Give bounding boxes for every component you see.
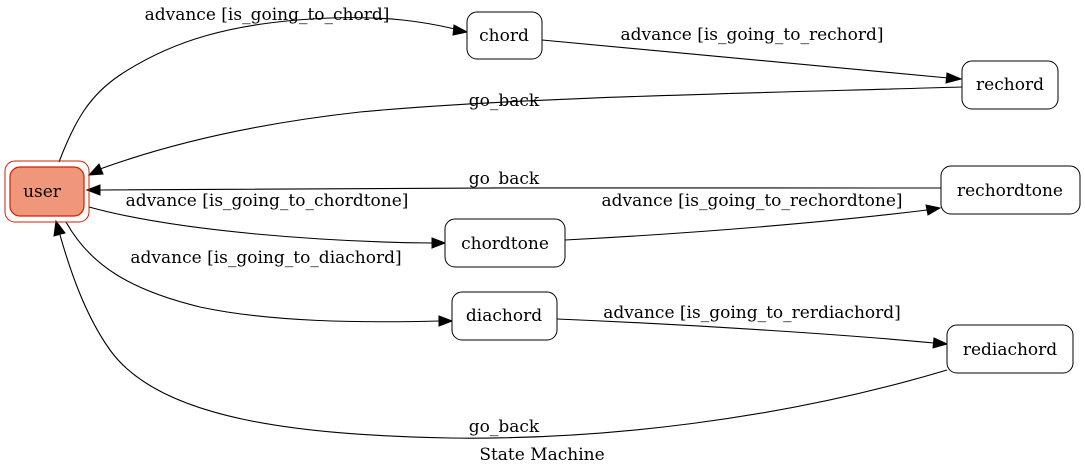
node-label-chord: chord — [479, 26, 529, 46]
diagram-caption: State Machine — [479, 445, 604, 465]
arrowhead — [85, 184, 101, 196]
edge-user-to-chord — [58, 17, 469, 163]
edge-user-to-diachord — [65, 221, 454, 327]
edge-chordtone-to-rechordtone — [564, 204, 942, 241]
arrowhead — [945, 72, 963, 84]
node-user[interactable]: user — [4, 160, 90, 223]
edge-label-rechord-to-user: go_back — [469, 91, 540, 111]
edge-label-user-to-diachord: advance [is_going_to_diachord] — [130, 248, 401, 268]
node-label-rechord: rechord — [976, 75, 1044, 95]
edge-label-user-to-chordtone: advance [is_going_to_chordtone] — [126, 191, 409, 211]
node-rechord[interactable]: rechord — [961, 60, 1059, 110]
arrowhead — [431, 237, 447, 249]
edge-label-diachord-to-rediachord: advance [is_going_to_rerdiachord] — [603, 303, 901, 323]
edge-label-user-to-chord: advance [is_going_to_chord] — [145, 5, 390, 25]
node-chord[interactable]: chord — [466, 11, 543, 60]
edge-label-chord-to-rechord: advance [is_going_to_rechord] — [621, 25, 884, 45]
edge-rediachord-to-user — [53, 219, 948, 439]
arrowhead — [53, 219, 66, 237]
node-label-chordtone: chordtone — [461, 234, 549, 254]
edge-rechordtone-to-user — [85, 184, 942, 196]
node-label-user: user — [23, 182, 62, 202]
arrowhead — [438, 315, 454, 327]
node-rediachord[interactable]: rediachord — [946, 324, 1074, 374]
node-chordtone[interactable]: chordtone — [444, 218, 566, 268]
node-label-rediachord: rediachord — [963, 340, 1057, 360]
edge-label-rechordtone-to-user: go_back — [469, 169, 540, 189]
edge-chord-to-rechord — [541, 39, 963, 84]
edge-rechord-to-user — [87, 86, 963, 176]
edge-user-to-chordtone — [88, 206, 447, 249]
edge-diachord-to-rediachord — [556, 318, 949, 349]
arrowhead — [932, 337, 949, 349]
arrowhead — [925, 204, 942, 216]
node-rechordtone[interactable]: rechordtone — [940, 165, 1081, 215]
arrowhead — [87, 163, 104, 176]
node-label-rechordtone: rechordtone — [957, 181, 1063, 201]
edge-label-rediachord-to-user: go_back — [469, 417, 540, 437]
node-diachord[interactable]: diachord — [451, 291, 558, 341]
arrowhead — [452, 24, 469, 36]
edge-label-chordtone-to-rechordtone: advance [is_going_to_rechordtone] — [601, 191, 902, 211]
node-label-diachord: diachord — [466, 306, 542, 326]
